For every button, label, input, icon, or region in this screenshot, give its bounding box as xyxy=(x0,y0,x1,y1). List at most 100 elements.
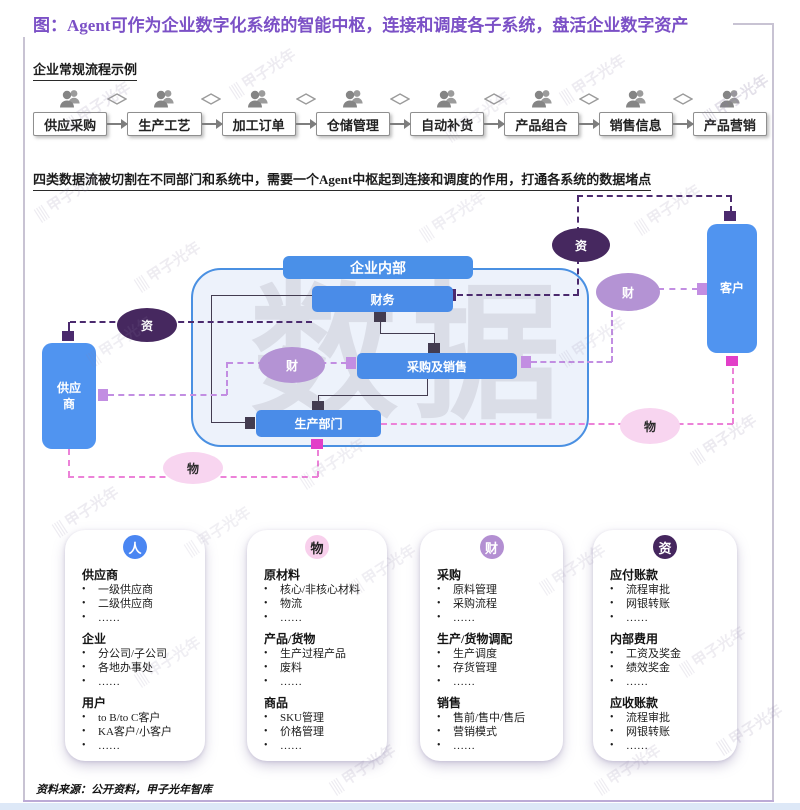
bullet-icon: • xyxy=(82,612,86,623)
list-item-text: …… xyxy=(280,612,302,624)
badge-zi-right: 资 xyxy=(552,228,610,262)
bullet-icon: • xyxy=(610,740,614,751)
category-card: 财采购•原料管理•采购流程•……生产/货物调配•生产调度•存货管理•……销售•售… xyxy=(420,530,563,761)
bullet-icon: • xyxy=(264,740,268,751)
section-title: 内部费用 xyxy=(610,632,659,646)
flow-arrow-icon xyxy=(107,119,129,129)
connector-ps-bottom xyxy=(427,379,428,396)
badge-wu-right: 物 xyxy=(620,408,680,444)
list-item-text: to B/to C客户 xyxy=(98,712,161,724)
list-item-text: …… xyxy=(626,676,648,688)
list-item: •SKU管理 xyxy=(264,711,379,725)
bullet-icon: • xyxy=(437,740,441,751)
flow-heading: 企业常规流程示例 xyxy=(33,59,138,81)
list-item-text: KA客户/小客户 xyxy=(98,726,172,738)
dash-wu-up xyxy=(317,450,319,477)
flow-arrow-icon xyxy=(390,119,411,129)
connector-finance-left xyxy=(211,295,312,296)
flow-arrow-slot xyxy=(295,119,317,129)
bottom-strip xyxy=(0,803,800,810)
category-card: 物原材料•核心/非核心材料•物流•……产品/货物•生产过程产品•废料•……商品•… xyxy=(247,530,387,761)
diamond-icon xyxy=(106,93,127,105)
arrowhead-finance-bottom xyxy=(374,312,386,322)
list-item-text: 核心/非核心材料 xyxy=(280,584,361,596)
bullet-icon: • xyxy=(264,676,268,687)
enterprise-label: 企业内部 xyxy=(283,256,473,279)
list-item: •二级供应商 xyxy=(82,597,197,611)
list-item-text: …… xyxy=(280,676,302,688)
dash-zi-left xyxy=(70,321,312,323)
bullet-icon: • xyxy=(610,598,614,609)
badge-zi-left: 资 xyxy=(117,308,177,342)
bullet-icon: • xyxy=(610,662,614,673)
bullet-icon: • xyxy=(264,648,268,659)
section-title: 销售 xyxy=(437,696,462,710)
page-title: 图：Agent可作为企业数字化系统的智能中枢，连接和调度各子系统，盘活企业数字资… xyxy=(33,16,689,35)
list-item: •售前/售中/售后 xyxy=(437,711,555,725)
people-icon xyxy=(694,88,767,110)
bullet-icon: • xyxy=(264,662,268,673)
flow-arrow-slot xyxy=(578,119,600,129)
bullet-icon: • xyxy=(264,584,268,595)
list-item-text: 生产过程产品 xyxy=(280,648,346,660)
node-customer: 客户 xyxy=(707,224,757,353)
bullet-icon: • xyxy=(264,598,268,609)
list-item-text: …… xyxy=(98,740,120,752)
list-item-text: …… xyxy=(453,612,475,624)
list-item: •流程审批 xyxy=(610,583,729,597)
bullet-icon: • xyxy=(437,662,441,673)
node-finance: 财务 xyxy=(312,286,453,312)
bullet-icon: • xyxy=(437,712,441,723)
arrowhead-supplier-top xyxy=(62,331,74,341)
flow-arrow-icon xyxy=(484,119,506,129)
list-item: •采购流程 xyxy=(437,597,555,611)
diamond-icon xyxy=(295,93,316,105)
flow-arrow-icon xyxy=(672,119,694,129)
list-item-text: …… xyxy=(453,676,475,688)
list-item: • …… xyxy=(437,739,555,753)
section-title: 生产/货物调配 xyxy=(437,632,513,646)
list-item: •原料管理 xyxy=(437,583,555,597)
people-icon xyxy=(222,88,295,110)
list-item-text: 流程审批 xyxy=(626,712,670,724)
bullet-icon: • xyxy=(82,740,86,751)
list-item-text: …… xyxy=(453,740,475,752)
section-title: 企业 xyxy=(82,632,107,646)
list-item-text: 绩效奖金 xyxy=(626,662,670,674)
list-item-text: 营销模式 xyxy=(453,726,497,738)
connector-finance-ps xyxy=(380,333,435,334)
list-item: •工资及奖金 xyxy=(610,647,729,661)
dash-finance-zi xyxy=(457,294,579,296)
list-item: • KA客户/小客户 xyxy=(82,725,197,739)
diamond-icon xyxy=(673,93,694,105)
arrowhead-ps-right xyxy=(521,356,531,368)
list-item: • 绩效奖金 xyxy=(610,661,729,675)
connector-to-production xyxy=(211,422,246,423)
section-title: 供应商 xyxy=(82,568,119,582)
list-item-text: …… xyxy=(98,676,120,688)
flow-step-box: 仓储管理 xyxy=(315,112,390,136)
section-title: 产品/货物 xyxy=(264,632,316,646)
list-item: •物流 xyxy=(264,597,379,611)
section-title: 采购 xyxy=(437,568,462,582)
bullet-icon: • xyxy=(437,612,441,623)
people-icon xyxy=(127,88,200,110)
connector-ps-down xyxy=(434,333,435,344)
list-item-text: 网银转账 xyxy=(626,598,670,610)
list-item-text: 网银转账 xyxy=(626,726,670,738)
bullet-icon: • xyxy=(437,598,441,609)
bullet-icon: • xyxy=(610,584,614,595)
flow-arrow-slot xyxy=(672,119,694,129)
list-item: • …… xyxy=(264,675,379,689)
dash-cai-vertical xyxy=(226,362,228,395)
bullet-icon: • xyxy=(82,726,86,737)
list-item: • 网银转账 xyxy=(610,597,729,611)
arrowhead-supplier-right xyxy=(98,389,108,401)
section-title: 原材料 xyxy=(264,568,301,582)
bullet-icon: • xyxy=(82,584,86,595)
brand-watermark: |||| 甲子光年 xyxy=(415,189,489,244)
flow-arrow-icon xyxy=(578,119,600,129)
bullet-icon: • xyxy=(82,648,86,659)
statement-text: 四类数据流被切割在不同部门和系统中，需要一个Agent中枢起到连接和调度的作用，… xyxy=(33,169,652,191)
dash-cai-to-customer xyxy=(658,288,698,290)
